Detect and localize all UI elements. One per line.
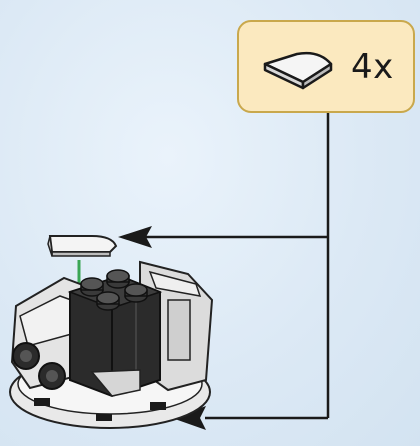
part-quantity: 4x xyxy=(351,47,394,87)
parts-callout: 4x xyxy=(237,20,415,113)
arrow-lower-icon xyxy=(172,406,206,430)
lego-mech-build-icon xyxy=(9,260,214,429)
connector-lines xyxy=(140,112,330,420)
arrow-upper-icon xyxy=(118,226,152,248)
curved-slope-tile-icon xyxy=(263,51,333,90)
loose-tile-icon xyxy=(47,235,118,257)
